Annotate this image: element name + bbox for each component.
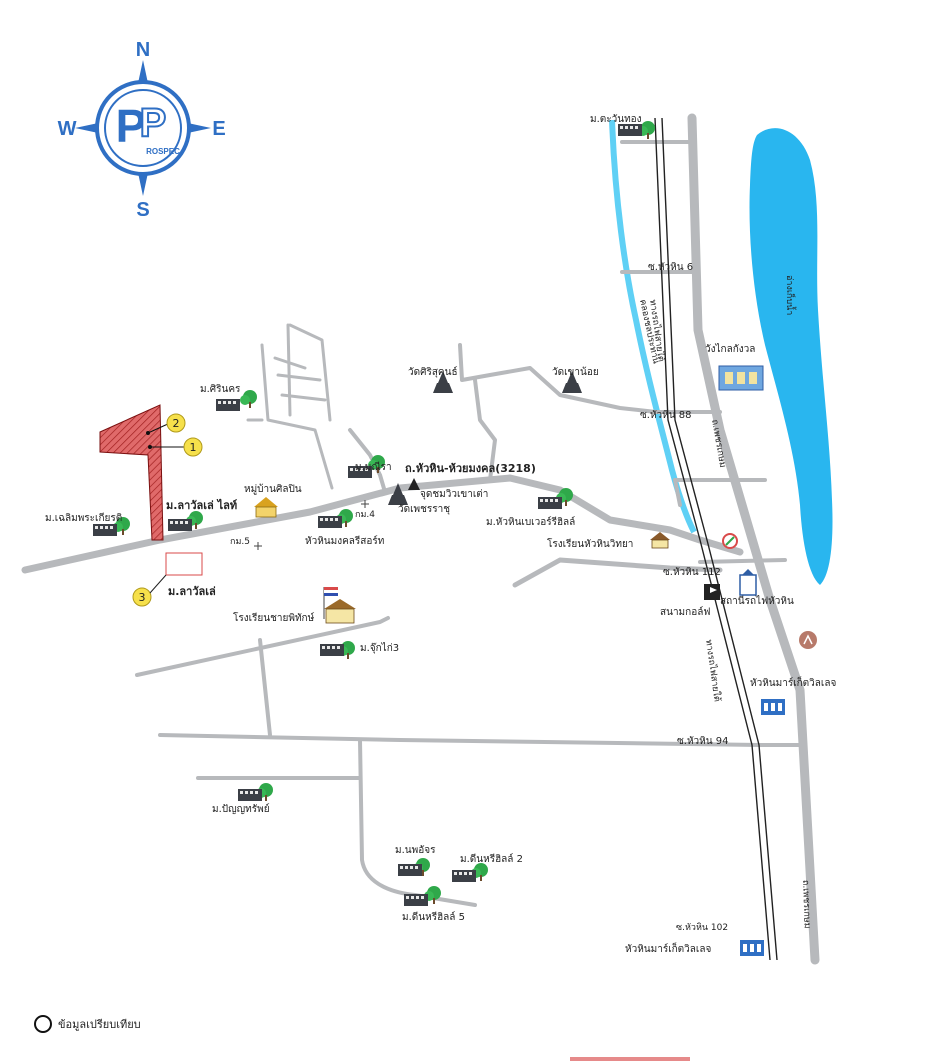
label-moo-baan-sinpun: หมู่บ้านศิลปิน bbox=[244, 483, 302, 495]
house-cluster-icon bbox=[216, 399, 240, 411]
label-km4: กม.4 bbox=[355, 510, 375, 520]
label-hua-hin-mongkol: หัวหินมงคลรีสอร์ท bbox=[305, 535, 384, 547]
comparable-site-3 bbox=[165, 552, 203, 576]
highway-phetkasem bbox=[687, 113, 820, 965]
label-wang-klai-kangwon: วังไกลกังวล bbox=[705, 343, 755, 355]
label-soi-hua-hin-88: ซ.หัวหิน 88 bbox=[640, 410, 692, 421]
km-marker-icon bbox=[361, 500, 369, 508]
label-main-road-3218: ถ.หัวหิน-ห้วยมงคล(3218) bbox=[405, 462, 536, 475]
house-cluster-icon bbox=[318, 516, 342, 528]
house-cluster-icon bbox=[238, 789, 262, 801]
house-cluster-icon bbox=[93, 524, 117, 536]
reservoir-lake bbox=[749, 128, 833, 586]
compass-rose: P P ROSPEC N S E W bbox=[58, 39, 226, 221]
label-hospital: สถานีรถไฟหัวหิน bbox=[720, 595, 794, 607]
km-marker-icon bbox=[254, 542, 262, 550]
house-cluster-icon bbox=[538, 497, 562, 509]
label-baan-dee-hill-2: ม.ดีนหรีฮิลล์ 2 bbox=[460, 853, 523, 865]
label-baan-nop-atchara: ม.นพอัจร bbox=[395, 845, 436, 856]
compass-logo-letter: P bbox=[116, 100, 147, 152]
label-market-village: หัวหินมาร์เก็ตวิลเลจ bbox=[750, 675, 836, 689]
subject-site bbox=[99, 404, 164, 541]
label-chedi: จุดชมวิวเขาเต่า bbox=[420, 489, 488, 500]
legend-text: ข้อมูลเปรียบเทียบ bbox=[58, 1018, 141, 1031]
label-soi-hua-hin-94: ซ.หัวหิน 94 bbox=[677, 736, 729, 747]
house-cluster-icon bbox=[452, 870, 476, 882]
viewpoint-triangle-icon bbox=[408, 478, 420, 490]
golf-icon bbox=[704, 584, 720, 600]
temple-icon bbox=[433, 371, 453, 393]
marker-3: 3 bbox=[132, 587, 152, 607]
marker-2: 2 bbox=[166, 413, 186, 433]
label-baan-chalerm: ม.เฉลิมพระเกียรติ bbox=[45, 512, 122, 524]
label-market-village-2: หัวหินมาร์เก็ตวิลเลจ bbox=[625, 941, 711, 955]
label-soi-hua-hin-6: ซ.หัวหิน 6 bbox=[648, 262, 693, 273]
label-baan-dee-hill-5: ม.ดีนหรีฮิลล์ 5 bbox=[402, 911, 465, 923]
label-baan-tawan-thong: ม.ตะวันทอง bbox=[590, 114, 642, 125]
palace-icon bbox=[718, 365, 764, 391]
label-wat-phetcharat: วัดเพชรราชุ bbox=[398, 504, 450, 515]
compass-south: S bbox=[136, 199, 149, 221]
label-baan-lavalle-light: ม.ลาวัลเล่ ไลท์ bbox=[166, 498, 237, 512]
label-wat-khao-noi: วัดเขาน้อย bbox=[552, 366, 599, 378]
label-km5: กม.5 bbox=[230, 537, 250, 547]
house-icon bbox=[254, 497, 278, 518]
railway-station-icon bbox=[739, 569, 757, 596]
school-icon bbox=[650, 532, 670, 549]
railway bbox=[654, 117, 778, 961]
label-baan-panyatara: ม.ปัญญทรัพย์ bbox=[212, 803, 270, 815]
house-cluster-icon bbox=[168, 519, 192, 531]
label-baan-siri-nakorn: ม.ศิรินคร bbox=[200, 384, 241, 395]
road-network bbox=[21, 113, 820, 965]
rail-label-lower: ทางรถไฟสายใต้ bbox=[703, 639, 723, 703]
house-cluster-icon bbox=[320, 644, 344, 656]
house-cluster-icon bbox=[618, 124, 642, 136]
svg-text:3: 3 bbox=[139, 591, 146, 604]
market-icon bbox=[761, 699, 785, 715]
compass-east: E bbox=[212, 118, 225, 140]
compass-north: N bbox=[136, 39, 150, 61]
marker-1: 1 bbox=[183, 437, 203, 457]
tree-icon bbox=[240, 390, 257, 408]
compass-west: W bbox=[58, 118, 77, 140]
label-baan-hua-hin-bay: ม.หัวหินเบเวอร์รีฮิลล์ bbox=[486, 516, 575, 528]
school-flag-icon bbox=[323, 587, 356, 624]
lake-label: อ่างเก็บน้ำ bbox=[784, 275, 797, 315]
compass-logo-letter-2: P bbox=[140, 101, 167, 145]
map-legend: ข้อมูลเปรียบเทียบ bbox=[34, 1014, 141, 1034]
label-baan-manee: ม.มณีรา bbox=[355, 461, 392, 473]
brand-logo-icon bbox=[799, 631, 817, 649]
label-baan-chuk-kai: ม.จุ๊กไก่3 bbox=[360, 642, 399, 654]
temple-icon bbox=[388, 483, 408, 505]
edge-mark bbox=[570, 1057, 690, 1061]
market-icon bbox=[740, 940, 764, 956]
label-golf-course: สนามกอล์ฟ bbox=[660, 606, 710, 618]
label-hua-hin-school: โรงเรียนหัวหินวิทยา bbox=[547, 537, 633, 550]
label-wat-sisuk: วัดศิริสุคนธ์ bbox=[408, 366, 458, 378]
svg-text:2: 2 bbox=[173, 417, 180, 430]
legend-circle-icon bbox=[34, 1015, 52, 1033]
no-entry-icon bbox=[722, 533, 738, 549]
house-cluster-icon bbox=[404, 894, 428, 906]
highway-label-lower: ถ.เพชรเกษม bbox=[800, 880, 812, 929]
main-road-3218 bbox=[21, 474, 744, 574]
svg-text:1: 1 bbox=[190, 441, 197, 454]
label-school-dept: โรงเรียนชายพิทักษ์ bbox=[233, 611, 315, 624]
label-soi-hua-hin-102: ซ.หัวหิน 102 bbox=[676, 922, 728, 933]
label-soi-hua-hin-112: ซ.หัวหิน 112 bbox=[663, 567, 721, 578]
compass-logo-text: ROSPEC bbox=[146, 147, 180, 156]
label-baan-lavalle: ม.ลาวัลเล่ bbox=[168, 585, 216, 598]
temple-icon bbox=[562, 371, 582, 393]
house-cluster-icon bbox=[398, 864, 422, 876]
